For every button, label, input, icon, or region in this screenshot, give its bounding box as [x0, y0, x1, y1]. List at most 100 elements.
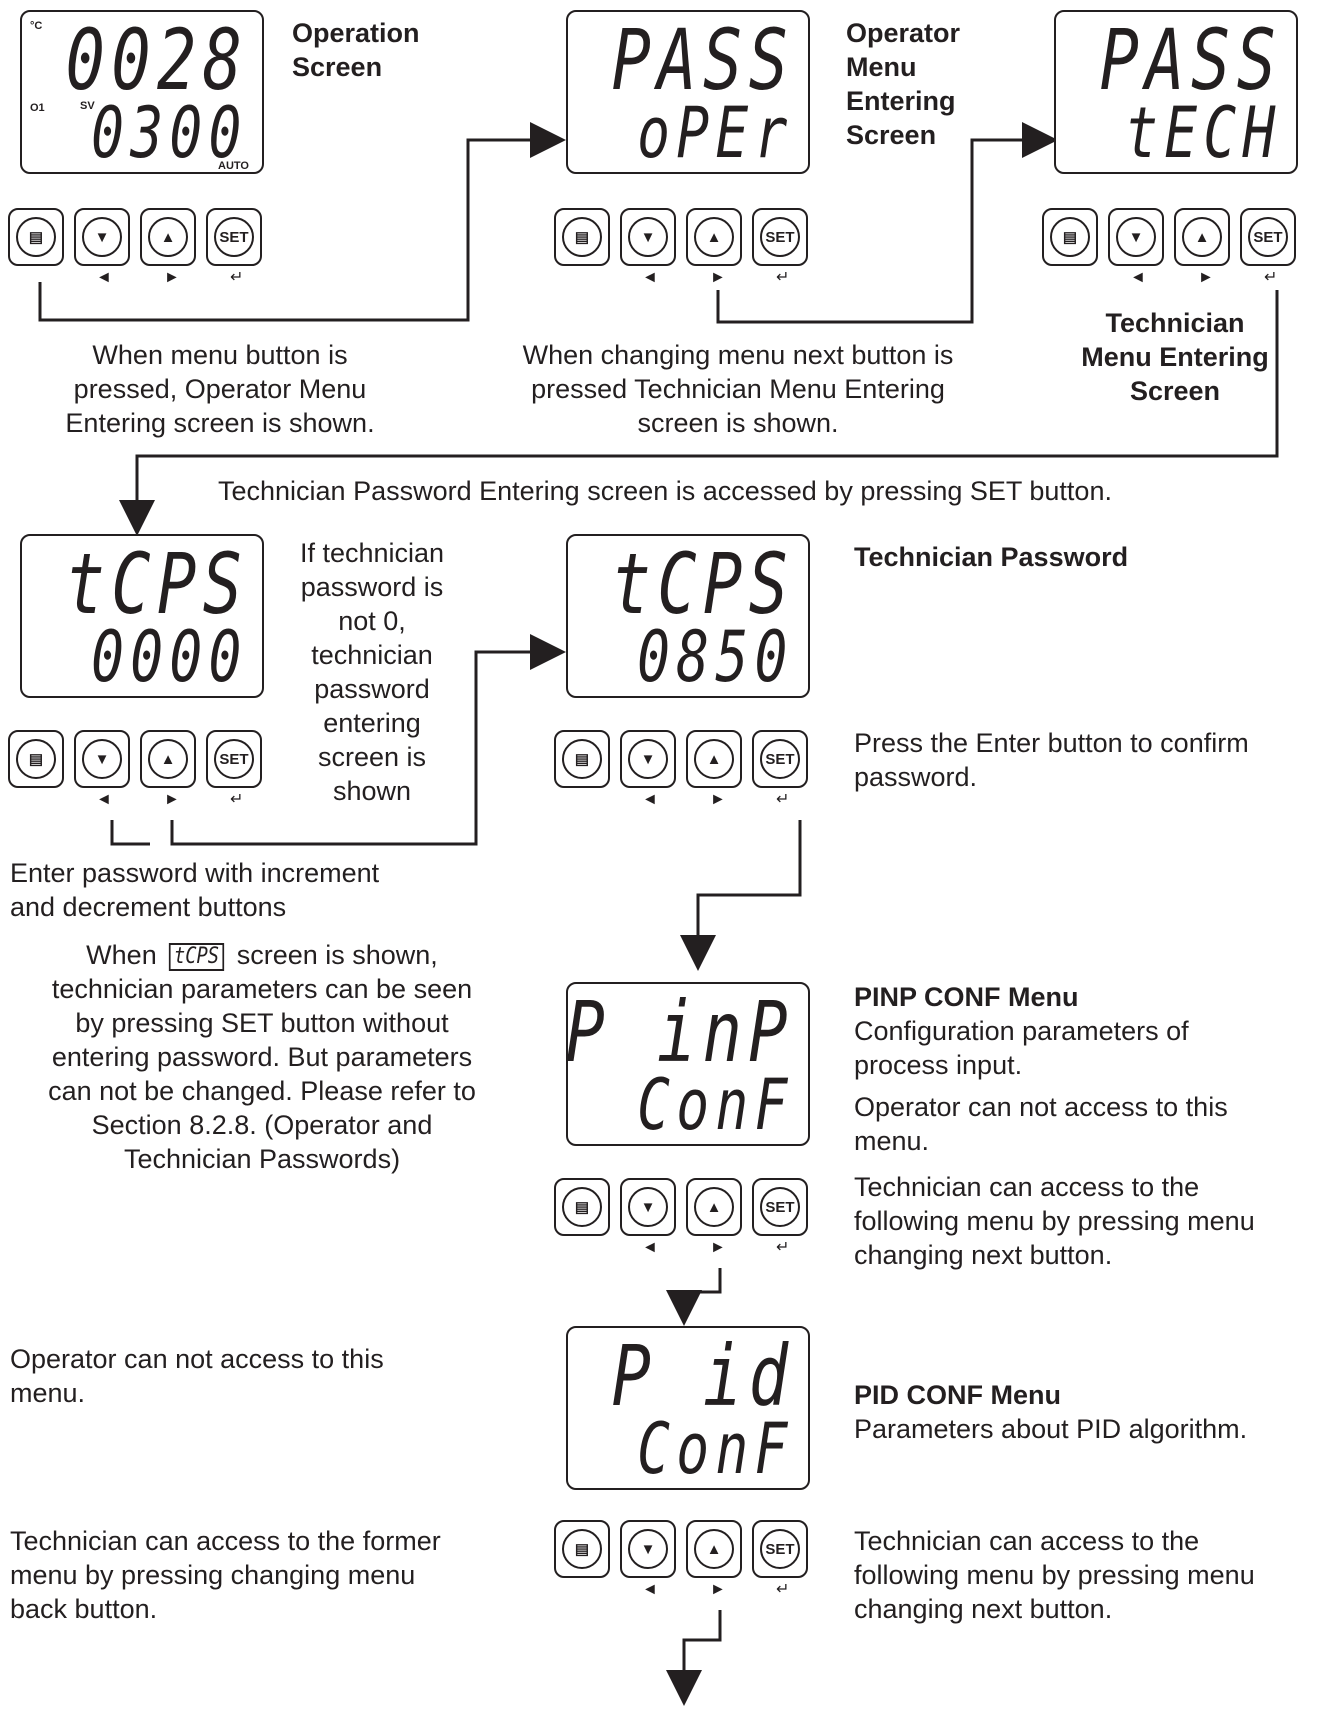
left-arrow-icon: ◄: [96, 269, 112, 286]
left-arrow-icon: ◄: [642, 1581, 658, 1598]
button-row-tcps-850: ▤ ▼ ▲ SET ◄ ► ↵: [554, 730, 814, 820]
menu-icon: ▤: [562, 1187, 602, 1227]
decrement-button[interactable]: ▼: [620, 1520, 676, 1578]
tech-former-menu-note: Technician can access to the former menu…: [10, 1526, 441, 1624]
set-button[interactable]: SET: [206, 730, 262, 788]
menu-icon: ▤: [562, 1529, 602, 1569]
operator-pass-display: PASS oPEr: [566, 10, 810, 174]
menu-button[interactable]: ▤: [8, 730, 64, 788]
button-row-tcps-zero: ▤ ▼ ▲ SET ◄ ► ↵: [8, 730, 268, 820]
enter-icon: ↵: [1264, 269, 1278, 286]
tcps-850-display: tCPS 0850: [566, 534, 810, 698]
down-arrow-icon: ▼: [628, 1529, 668, 1569]
button-row-pid: ▤ ▼ ▲ SET ◄ ► ↵: [554, 1520, 814, 1610]
tcps-inline-code: tCPS: [169, 942, 225, 971]
right-arrow-icon: ►: [710, 1581, 726, 1598]
left-arrow-icon: ◄: [642, 1239, 658, 1256]
conf-text: ConF: [637, 1408, 794, 1490]
down-arrow-icon: ▼: [82, 739, 122, 779]
set-icon: SET: [760, 1529, 800, 1569]
down-arrow-icon: ▼: [82, 217, 122, 257]
set-button[interactable]: SET: [752, 208, 808, 266]
up-arrow-icon: ▲: [694, 1187, 734, 1227]
menu-button[interactable]: ▤: [554, 208, 610, 266]
menu-icon: ▤: [1050, 217, 1090, 257]
menu-button[interactable]: ▤: [8, 208, 64, 266]
left-arrow-icon: ◄: [96, 791, 112, 808]
down-arrow-icon: ▼: [628, 217, 668, 257]
set-button[interactable]: SET: [752, 730, 808, 788]
decrement-button[interactable]: ▼: [74, 208, 130, 266]
right-arrow-icon: ►: [1198, 269, 1214, 286]
operation-screen-label: Operation Screen: [292, 18, 420, 82]
tcps-value: 0850: [637, 616, 794, 698]
technician-pass-display: PASS tECH: [1054, 10, 1298, 174]
increment-button[interactable]: ▲: [1174, 208, 1230, 266]
pinp-text: P inP: [565, 983, 794, 1081]
if-not-zero-note: If technician password is not 0, technic…: [299, 538, 445, 806]
pinp-description: PINP CONF Menu Configuration parameters …: [854, 980, 1334, 1272]
button-row-tech-pass: ▤ ▼ ▲ SET ◄ ► ↵: [1042, 208, 1302, 298]
conf-text: ConF: [637, 1064, 794, 1146]
up-arrow-icon: ▲: [694, 217, 734, 257]
enter-icon: ↵: [776, 1581, 790, 1598]
pid-conf-display: P id ConF: [566, 1326, 810, 1490]
when-prefix: When: [86, 940, 157, 970]
set-icon: SET: [1248, 217, 1288, 257]
decrement-button[interactable]: ▼: [620, 730, 676, 788]
increment-button[interactable]: ▲: [140, 730, 196, 788]
enter-icon: ↵: [776, 1239, 790, 1256]
menu-icon: ▤: [16, 739, 56, 779]
up-arrow-icon: ▲: [148, 217, 188, 257]
unit-indicator: °C: [30, 20, 43, 32]
sv-indicator: SV: [80, 100, 95, 112]
decrement-button[interactable]: ▼: [620, 208, 676, 266]
right-arrow-icon: ►: [164, 791, 180, 808]
enter-password-note: Enter password with increment and decrem…: [10, 858, 380, 922]
button-row-pinp: ▤ ▼ ▲ SET ◄ ► ↵: [554, 1178, 814, 1268]
set-button[interactable]: SET: [752, 1520, 808, 1578]
right-arrow-icon: ►: [710, 791, 726, 808]
button-row-operator-pass: ▤ ▼ ▲ SET ◄ ► ↵: [554, 208, 814, 298]
pinp-conf-display: P inP ConF: [566, 982, 810, 1146]
decrement-button[interactable]: ▼: [1108, 208, 1164, 266]
set-icon: SET: [214, 217, 254, 257]
tech-text: tECH: [1125, 92, 1282, 174]
up-arrow-icon: ▲: [694, 739, 734, 779]
enter-icon: ↵: [776, 269, 790, 286]
decrement-button[interactable]: ▼: [620, 1178, 676, 1236]
pass-text: PASS: [611, 11, 794, 109]
menu-button[interactable]: ▤: [1042, 208, 1098, 266]
left-arrow-icon: ◄: [1130, 269, 1146, 286]
menu-button[interactable]: ▤: [554, 1520, 610, 1578]
enter-icon: ↵: [776, 791, 790, 808]
operation-display: °C O1 SV AUTO 0028 0300: [20, 10, 264, 174]
down-arrow-icon: ▼: [628, 1187, 668, 1227]
right-arrow-icon: ►: [164, 269, 180, 286]
pinp-desc: Configuration parameters of process inpu…: [854, 1016, 1189, 1080]
down-arrow-icon: ▼: [628, 739, 668, 779]
technician-menu-entering-label: Technician Menu Entering Screen: [1081, 308, 1269, 406]
pid-title: PID CONF Menu: [854, 1380, 1061, 1410]
tech-password-access-note: Technician Password Entering screen is a…: [218, 476, 1112, 506]
increment-button[interactable]: ▲: [686, 730, 742, 788]
up-arrow-icon: ▲: [694, 1529, 734, 1569]
enter-icon: ↵: [230, 791, 244, 808]
pinp-technician-note: Technician can access to the following m…: [854, 1172, 1255, 1270]
set-button[interactable]: SET: [1240, 208, 1296, 266]
menu-button[interactable]: ▤: [554, 1178, 610, 1236]
process-value: 0028: [65, 11, 248, 109]
increment-button[interactable]: ▲: [686, 1178, 742, 1236]
increment-button[interactable]: ▲: [686, 1520, 742, 1578]
menu-button[interactable]: ▤: [554, 730, 610, 788]
set-button[interactable]: SET: [206, 208, 262, 266]
decrement-button[interactable]: ▼: [74, 730, 130, 788]
increment-button[interactable]: ▲: [140, 208, 196, 266]
left-arrow-icon: ◄: [642, 269, 658, 286]
menu-icon: ▤: [562, 739, 602, 779]
tcps-value: 0000: [91, 616, 248, 698]
set-icon: SET: [760, 217, 800, 257]
oper-text: oPEr: [637, 92, 794, 174]
increment-button[interactable]: ▲: [686, 208, 742, 266]
set-button[interactable]: SET: [752, 1178, 808, 1236]
